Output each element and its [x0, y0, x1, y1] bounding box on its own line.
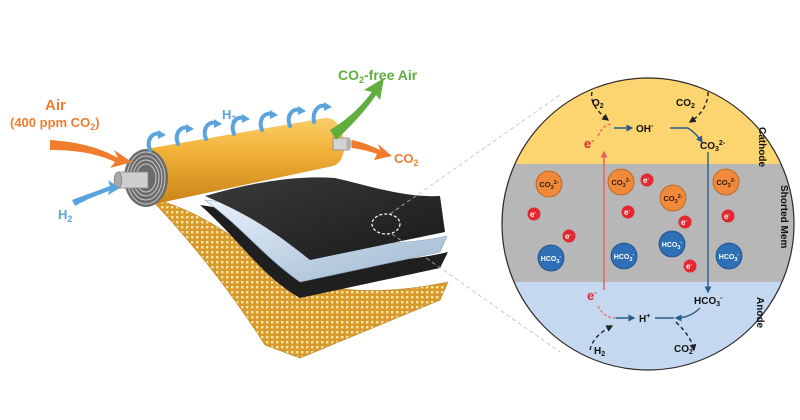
svg-text:HCO3-: HCO3- [719, 252, 740, 263]
membrane-roll-illustration [113, 117, 449, 359]
membrane-electron: e- [721, 209, 735, 223]
svg-text:e-: e- [565, 232, 571, 241]
air-inlet-arrow [50, 140, 132, 168]
bicarbonate-ion: HCO3- [658, 230, 686, 258]
carbonate-ion: CO32- [712, 168, 740, 196]
co2-outlet-arrow [352, 140, 392, 160]
h2-top-label: H2 [222, 107, 236, 124]
cross-section-circle: Cathode Shorted Mem Anode O2 CO2 OH- CO3… [501, 77, 795, 371]
anode-bicarbonate-label: HCO3- [694, 295, 723, 308]
membrane-electron: e- [562, 229, 576, 243]
membrane-electron: e- [527, 207, 541, 221]
flow-arrows [50, 78, 392, 206]
svg-text:CO32-: CO32- [539, 180, 558, 191]
anode-electron-label: e- [587, 288, 597, 303]
mesh-layer [149, 197, 449, 359]
svg-text:e-: e- [643, 176, 649, 185]
inlet-tube [113, 171, 149, 189]
svg-text:HCO3-: HCO3- [541, 254, 562, 265]
membrane-electron: e- [621, 205, 635, 219]
h2-inlet-label: H2 [58, 207, 72, 224]
cathode-co2-label: CO2 [676, 98, 695, 110]
co2-free-air-arrow [330, 78, 384, 140]
svg-text:e-: e- [624, 208, 630, 217]
cathode-electron-label: e- [584, 136, 594, 151]
membrane-electron: e- [683, 259, 697, 273]
cathode-zone-label: Cathode [756, 127, 767, 167]
svg-text:CO32-: CO32- [663, 194, 682, 205]
anode-zone-label: Anode [754, 297, 765, 329]
anode-reaction: e- H+ HCO3- H2 CO2 [587, 288, 723, 358]
zoom-indicator [371, 94, 561, 353]
hydroxide-label: OH- [636, 123, 654, 135]
cathode-reaction: O2 CO2 OH- CO32- e- [584, 91, 726, 153]
carbonate-label: CO32- [700, 140, 726, 153]
roll-cylinder [140, 117, 345, 205]
bicarbonate-ion: HCO3- [537, 244, 565, 272]
carbonate-ion: CO32- [535, 170, 563, 198]
svg-text:CO32-: CO32- [716, 178, 735, 189]
svg-text:e-: e- [686, 262, 692, 271]
carbonate-ion: CO32- [607, 168, 635, 196]
svg-text:CO32-: CO32- [611, 178, 630, 189]
anode-co2-label: CO2 [674, 344, 693, 356]
membrane-electron: e- [678, 215, 692, 229]
membrane-ions: CO32- CO32- CO32- CO32- HCO3- HCO3- [527, 168, 743, 273]
outlet-tube [332, 137, 352, 151]
bicarbonate-ion: HCO3- [715, 242, 743, 270]
svg-text:e-: e- [724, 212, 730, 221]
bicarbonate-ion: HCO3- [610, 242, 638, 270]
svg-text:HCO3-: HCO3- [614, 252, 635, 263]
anode-h2-label: H2 [594, 346, 605, 358]
proton-label: H+ [639, 313, 650, 325]
svg-text:e-: e- [530, 210, 536, 219]
left-labels: Air (400 ppm CO2) H2 H2 CO2-free Air CO2 [10, 67, 419, 224]
carbonate-ion: CO32- [659, 184, 687, 212]
h2-inlet-arrow [72, 180, 120, 206]
membrane-zone-label: Shorted Mem [778, 185, 789, 248]
co2-outlet-label: CO2 [394, 151, 419, 168]
upper-electrode-sheet [205, 177, 445, 260]
o2-label: O2 [592, 98, 604, 110]
co2-free-air-label: CO2-free Air [338, 67, 418, 85]
svg-text:HCO3-: HCO3- [662, 240, 683, 251]
air-concentration-label: (400 ppm CO2) [10, 115, 100, 132]
air-label: Air [45, 97, 66, 114]
membrane-electron: e- [640, 173, 654, 187]
svg-text:e-: e- [681, 218, 687, 227]
